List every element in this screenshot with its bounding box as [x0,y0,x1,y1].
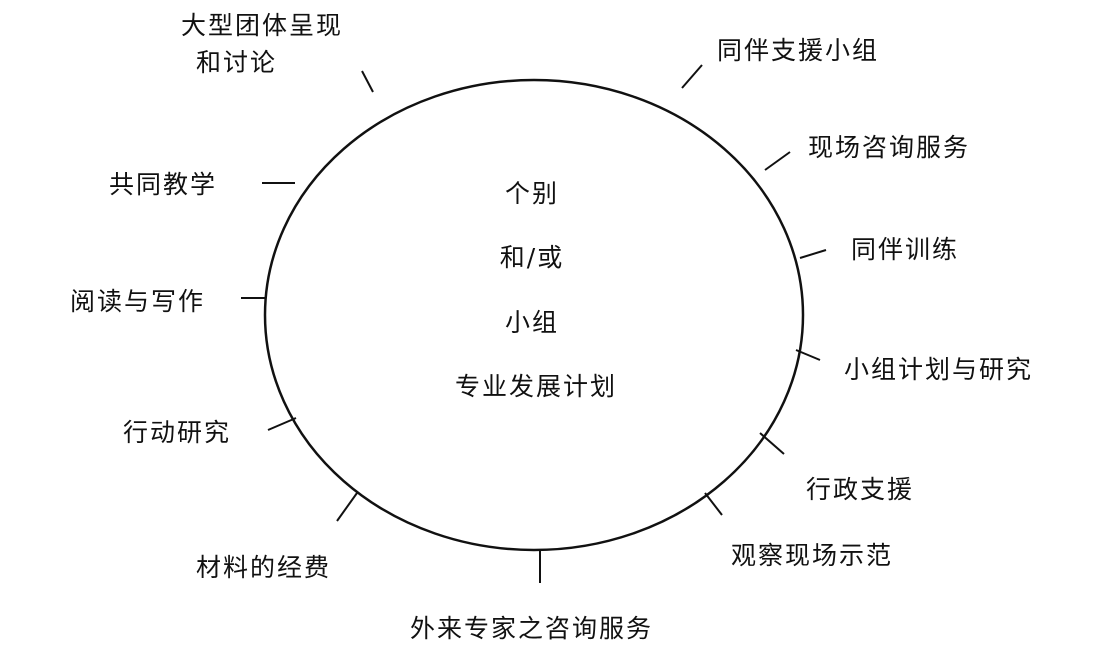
label-external-expert-consulting: 外来专家之咨询服务 [410,614,654,643]
label-peer-support-group: 同伴支援小组 [717,36,880,65]
label-peer-coaching: 同伴训练 [851,235,960,264]
tick-peer-support-group [681,64,703,89]
label-action-research: 行动研究 [123,418,232,447]
tick-admin-support [759,432,785,455]
center-line-3: 小组 [504,308,560,337]
tick-large-group [361,70,374,93]
label-co-teaching: 共同教学 [109,170,218,199]
label-admin-support: 行政支援 [806,475,915,504]
label-reading-writing: 阅读与写作 [70,287,206,316]
tick-action-research [267,417,297,431]
center-line-2: 和/或 [499,243,565,272]
label-large-group-line-1: 大型团体呈现 [181,11,344,40]
label-observe-demo: 观察现场示范 [731,541,894,570]
label-group-planning-research: 小组计划与研究 [844,355,1034,384]
tick-observe-demo [704,492,723,516]
center-line-4: 专业发展计划 [454,372,618,401]
center-circle [263,78,805,552]
label-material-funding: 材料的经费 [196,553,332,582]
tick-onsite-consulting [764,151,791,171]
center-line-1: 个别 [504,179,560,208]
label-large-group-line-2: 和讨论 [196,48,278,77]
label-onsite-consulting: 现场咨询服务 [808,133,971,162]
tick-group-planning [795,349,821,361]
tick-material-funding [336,492,358,522]
tick-peer-coaching [799,249,827,259]
